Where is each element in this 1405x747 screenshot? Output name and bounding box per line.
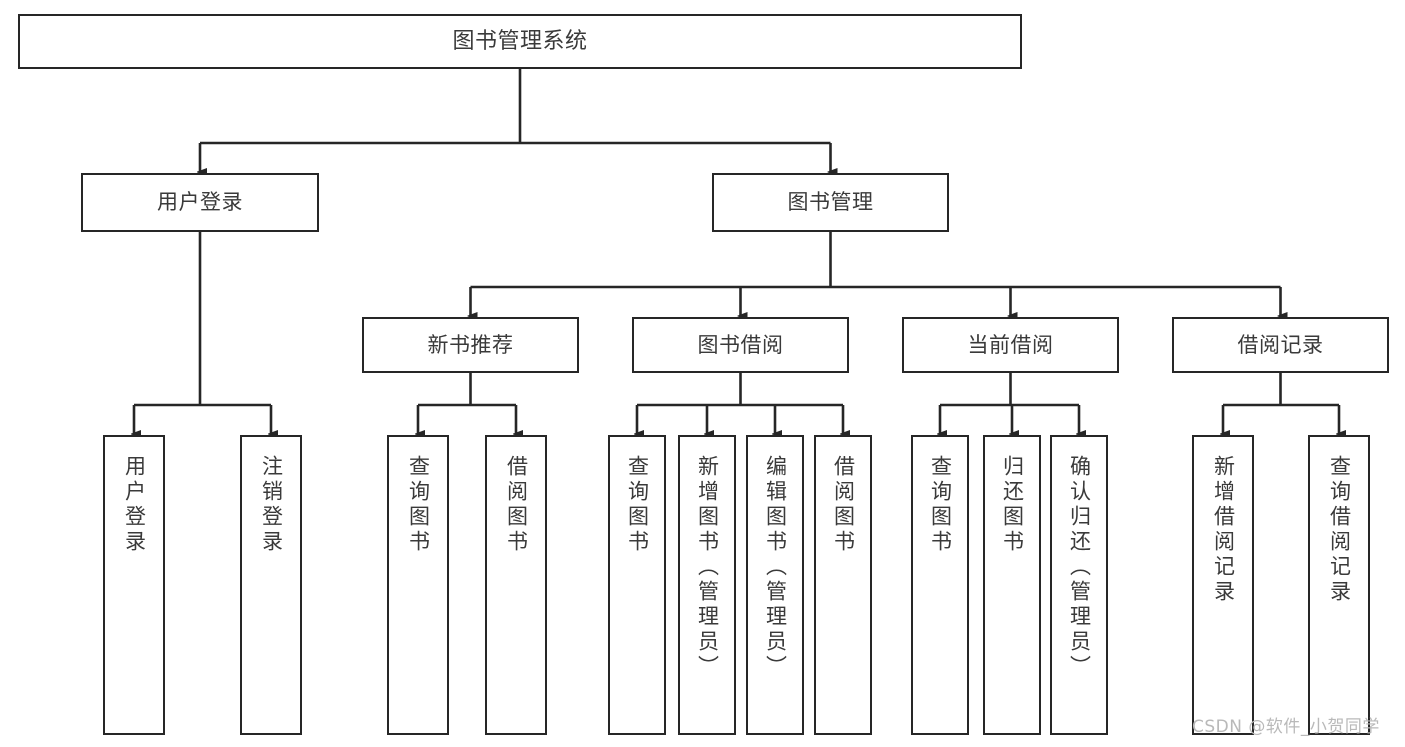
node-label: 新增图书（管理员） bbox=[695, 455, 720, 680]
node-leaf-br-query[interactable]: 查询借阅记录 bbox=[1308, 435, 1370, 735]
node-label: 注销登录 bbox=[259, 455, 284, 555]
node-label: 用户登录 bbox=[122, 455, 147, 555]
node-leaf-cb-confirm[interactable]: 确认归还（管理员） bbox=[1050, 435, 1108, 735]
node-label: 借阅记录 bbox=[1237, 332, 1324, 357]
node-leaf-cb-return[interactable]: 归还图书 bbox=[983, 435, 1041, 735]
node-leaf-bb-add[interactable]: 新增图书（管理员） bbox=[678, 435, 736, 735]
node-user-login[interactable]: 用户登录 bbox=[81, 173, 319, 232]
node-leaf-nr-query[interactable]: 查询图书 bbox=[387, 435, 449, 735]
node-label: 借阅图书 bbox=[831, 455, 856, 555]
node-root[interactable]: 图书管理系统 bbox=[18, 14, 1022, 69]
node-label: 图书管理系统 bbox=[452, 28, 588, 54]
node-label: 归还图书 bbox=[1000, 455, 1025, 555]
node-leaf-bb-edit[interactable]: 编辑图书（管理员） bbox=[746, 435, 804, 735]
node-label: 编辑图书（管理员） bbox=[763, 455, 788, 680]
node-leaf-bb-query[interactable]: 查询图书 bbox=[608, 435, 666, 735]
node-label: 查询图书 bbox=[928, 455, 953, 555]
node-leaf-nr-borrow[interactable]: 借阅图书 bbox=[485, 435, 547, 735]
node-new-book-rec[interactable]: 新书推荐 bbox=[362, 317, 579, 373]
node-label: 查询借阅记录 bbox=[1327, 455, 1352, 605]
node-label: 当前借阅 bbox=[967, 332, 1054, 357]
node-borrow-record[interactable]: 借阅记录 bbox=[1172, 317, 1389, 373]
node-label: 借阅图书 bbox=[504, 455, 529, 555]
node-label: 查询图书 bbox=[625, 455, 650, 555]
node-label: 新增借阅记录 bbox=[1211, 455, 1236, 605]
csdn-watermark: CSDN @软件_小贺同学 bbox=[1192, 717, 1380, 737]
node-label: 确认归还（管理员） bbox=[1067, 455, 1092, 680]
node-leaf-user-login[interactable]: 用户登录 bbox=[103, 435, 165, 735]
node-label: 新书推荐 bbox=[427, 332, 514, 357]
node-label: 查询图书 bbox=[406, 455, 431, 555]
node-leaf-br-add[interactable]: 新增借阅记录 bbox=[1192, 435, 1254, 735]
node-label: 图书管理 bbox=[787, 190, 874, 215]
node-leaf-logout[interactable]: 注销登录 bbox=[240, 435, 302, 735]
node-current-borrow[interactable]: 当前借阅 bbox=[902, 317, 1119, 373]
node-book-borrow[interactable]: 图书借阅 bbox=[632, 317, 849, 373]
node-book-manage[interactable]: 图书管理 bbox=[712, 173, 949, 232]
node-label: 图书借阅 bbox=[697, 332, 784, 357]
node-leaf-cb-query[interactable]: 查询图书 bbox=[911, 435, 969, 735]
node-leaf-bb-borrow[interactable]: 借阅图书 bbox=[814, 435, 872, 735]
node-label: 用户登录 bbox=[157, 190, 243, 215]
